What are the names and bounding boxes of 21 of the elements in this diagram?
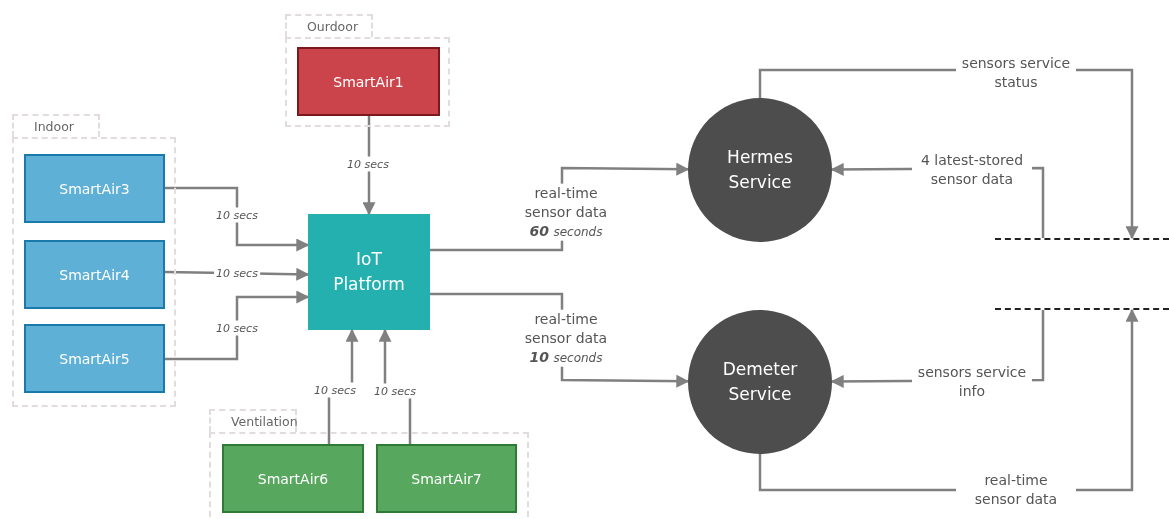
sensor-box: SmartAir7 [376,444,517,513]
sensor-box: SmartAir3 [24,154,165,223]
platform-box: IoT Platform [308,214,430,330]
arrow [165,290,310,361]
edge-label: 10 secs [312,382,358,398]
edge-label: 10 secs [214,207,260,223]
sensor-box: SmartAir6 [222,444,364,513]
service-circle: Hermes Service [688,98,832,242]
service-circle: Demeter Service [688,310,832,454]
arrow [165,186,310,252]
edge-label: 10 secs [214,320,260,336]
edge-label: 10 secs [372,383,418,399]
datastore-symbol [995,238,1169,310]
sensor-box: SmartAir1 [297,47,440,116]
sensor-box: SmartAir4 [24,240,165,309]
sensor-box: SmartAir5 [24,324,165,393]
arrow [362,116,376,216]
group-tab-label: Ourdoor [285,14,373,37]
edge-label: 10 secs [345,156,391,172]
group-tab-label: Indoor [12,114,100,137]
group-tab-label: Ventilation [209,409,297,432]
